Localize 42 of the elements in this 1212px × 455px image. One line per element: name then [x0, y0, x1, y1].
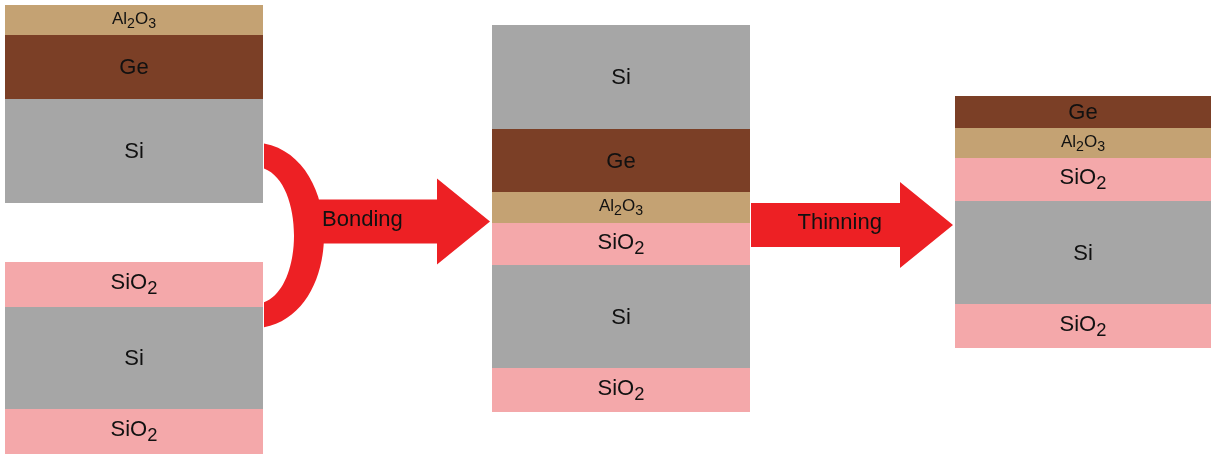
layer-stack [955, 96, 1211, 348]
material-layer [5, 5, 263, 35]
material-layer [955, 96, 1211, 128]
layer-stack [5, 262, 263, 454]
layer-label: Si [124, 347, 144, 369]
material-layer [955, 201, 1211, 304]
material-layer [955, 128, 1211, 158]
layer-label: SiO$_{2}$ [1059, 312, 1107, 340]
layer-label: SiO$_{2}$ [597, 376, 645, 404]
material-layer [5, 99, 263, 203]
material-layer [492, 25, 750, 129]
material-layer [492, 368, 750, 412]
material-layer [955, 158, 1211, 201]
material-layer [955, 304, 1211, 348]
layer-label: Al$_{2}$O$_{3}$ [1060, 132, 1106, 154]
block-arrow [751, 182, 953, 268]
layer-label: Si [124, 140, 144, 162]
layer-stack [492, 25, 750, 412]
layer-label: SiO$_{2}$ [1059, 166, 1107, 193]
layer-label: Si [611, 305, 631, 328]
layer-label: SiO$_{2}$ [110, 271, 158, 298]
material-layer [5, 262, 263, 307]
material-layer [5, 409, 263, 454]
layer-label: Ge [606, 149, 636, 172]
layer-label: SiO$_{2}$ [597, 230, 645, 258]
layer-label: Al$_{2}$O$_{3}$ [111, 9, 157, 31]
material-layer [492, 265, 750, 368]
layer-label: Si [1073, 241, 1093, 264]
layer-label: Al$_{2}$O$_{3}$ [598, 197, 644, 218]
material-layer [5, 307, 263, 409]
material-layer [492, 129, 750, 192]
layer-label: SiO$_{2}$ [110, 418, 158, 445]
edge-label: Bonding [322, 207, 403, 230]
material-layer [5, 35, 263, 99]
layer-stack [5, 5, 263, 203]
material-layer [492, 223, 750, 265]
merge-arrow [264, 143, 490, 328]
layer-label: Ge [119, 56, 149, 78]
edge-label: Thinning [797, 211, 882, 233]
layer-label: Ge [1068, 101, 1098, 123]
layer-label: Si [611, 66, 631, 88]
material-layer [492, 192, 750, 223]
